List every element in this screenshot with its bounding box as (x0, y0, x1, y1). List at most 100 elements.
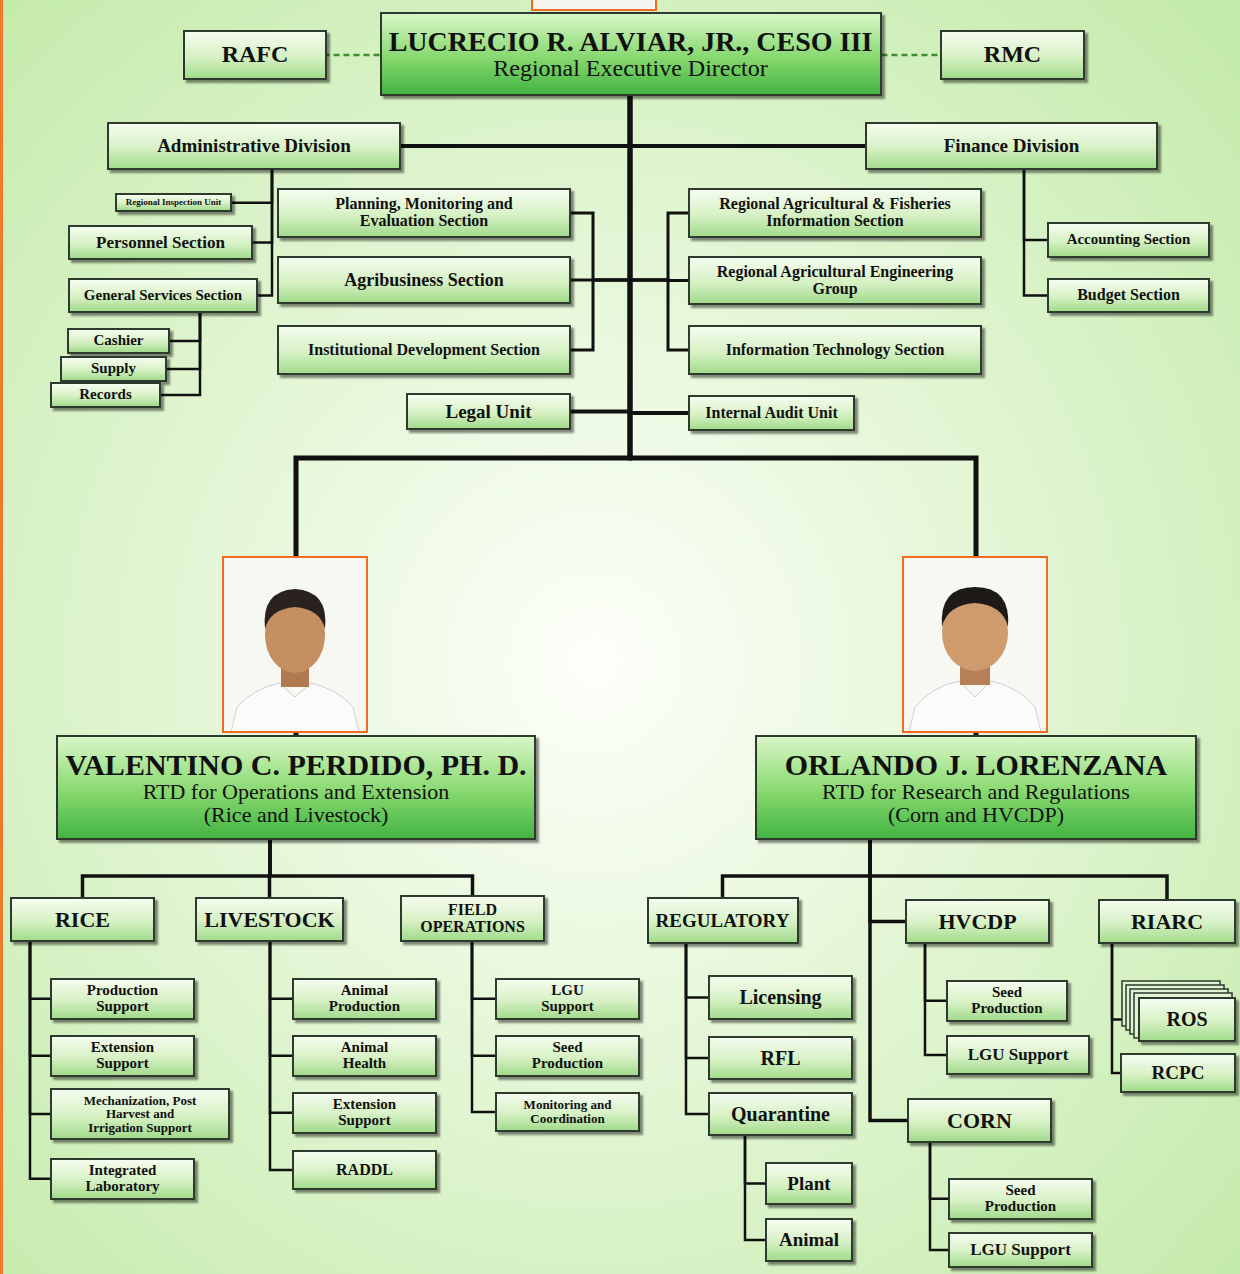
unit-subtitle: Regional Executive Director (493, 56, 768, 81)
unit-name: Animal Production (325, 983, 405, 1015)
unit-name: CORN (947, 1109, 1012, 1132)
unit-name: Animal (779, 1230, 839, 1250)
unit-name: RCPC (1152, 1063, 1205, 1083)
shirt-shape (231, 683, 359, 732)
unit-subtitle: RTD for Research and Regulations (822, 780, 1130, 803)
unit-name: Cashier (94, 333, 144, 349)
unit-box: Quarantine (708, 1092, 853, 1136)
unit-name: Licensing (739, 987, 821, 1008)
unit-box: Budget Section (1047, 278, 1210, 313)
unit-name: RAFC (222, 42, 289, 67)
reporting-line (630, 96, 688, 413)
unit-box: Institutional Development Section (277, 325, 571, 375)
unit-name: HVCDP (938, 910, 1016, 933)
reporting-line (925, 944, 946, 1001)
reporting-line (270, 840, 473, 895)
unit-box: LGU Support (946, 1035, 1090, 1075)
unit-name: Mechanization, Post Harvest and Irrigati… (83, 1094, 198, 1135)
unit-name: VALENTINO C. PERDIDO, PH. D. (65, 749, 526, 781)
director-box: VALENTINO C. PERDIDO, PH. D.RTD for Oper… (56, 735, 536, 840)
reporting-line (167, 313, 200, 369)
unit-name: Administrative Division (157, 136, 351, 156)
unit-name: Legal Unit (445, 402, 531, 422)
unit-box: Seed Production (495, 1035, 640, 1077)
reporting-line (472, 942, 495, 999)
reporting-line (472, 942, 495, 1056)
unit-name: General Services Section (84, 288, 242, 304)
reporting-line (170, 313, 200, 341)
reporting-line (401, 96, 630, 146)
unit-box: Monitoring and Coordination (495, 1092, 640, 1132)
unit-name: Accounting Section (1067, 232, 1191, 248)
unit-name: REGULATORY (656, 911, 790, 931)
unit-box: RCPC (1120, 1053, 1236, 1093)
unit-box: RIARC (1098, 899, 1236, 944)
council-link (882, 54, 941, 57)
shirt-shape (909, 681, 1041, 732)
unit-box: RAFC (183, 30, 327, 80)
photo-frame (903, 557, 1047, 732)
reporting-line (745, 1136, 765, 1184)
reporting-line (686, 944, 708, 998)
reporting-line (30, 942, 50, 1114)
photo-ground (223, 557, 367, 732)
reporting-line (870, 840, 907, 1121)
unit-name: Monitoring and Coordination (513, 1098, 623, 1125)
unit-box: LIVESTOCK (195, 897, 344, 942)
unit-name: Seed Production (528, 1040, 608, 1072)
unit-box: RMC (940, 30, 1085, 80)
photo-frame (223, 557, 367, 732)
unit-box: Regional Inspection Unit (115, 193, 232, 212)
reporting-line (270, 942, 292, 1170)
unit-name: Internal Audit Unit (705, 405, 837, 422)
reporting-line (571, 96, 630, 280)
reporting-line (870, 840, 905, 922)
reporting-line (571, 96, 630, 280)
unit-box: FIELD OPERATIONS (400, 895, 545, 942)
reporting-line (258, 170, 272, 296)
unit-name: RMC (984, 42, 1041, 67)
unit-box: LGU Support (495, 978, 640, 1020)
reporting-line (686, 944, 708, 1058)
unit-name: Information Technology Section (726, 342, 945, 359)
reporting-line (723, 840, 871, 897)
unit-subtitle: (Corn and HVCDP) (888, 803, 1064, 826)
reporting-line (930, 1143, 948, 1250)
unit-name: LGU Support (970, 1241, 1071, 1259)
unit-name: Supply (91, 361, 136, 377)
unit-name: Seed Production (981, 1183, 1061, 1215)
reporting-line (630, 96, 688, 281)
reporting-line (232, 170, 272, 203)
unit-name: ORLANDO J. LORENZANA (785, 749, 1168, 781)
unit-box: Internal Audit Unit (688, 395, 855, 431)
hair-shape (265, 589, 326, 629)
reporting-line (630, 96, 688, 280)
unit-name: Planning, Monitoring and Evaluation Sect… (299, 196, 549, 230)
unit-box: Production Support (50, 978, 195, 1020)
reporting-line (253, 170, 272, 243)
reporting-line (870, 840, 1167, 899)
unit-box: Extension Support (50, 1035, 195, 1077)
unit-box: Planning, Monitoring and Evaluation Sect… (277, 188, 571, 238)
unit-name: Regional Agricultural Engineering Group (710, 264, 960, 298)
unit-box: Administrative Division (107, 122, 401, 170)
photo-ground (903, 557, 1047, 732)
unit-name: Extension Support (83, 1040, 163, 1072)
unit-box: Information Technology Section (688, 325, 982, 375)
unit-name: RIARC (1131, 910, 1203, 933)
unit-name: Production Support (83, 983, 163, 1015)
reporting-line (630, 96, 865, 146)
unit-name: FIELD OPERATIONS (410, 902, 535, 936)
unit-name: Records (79, 387, 132, 403)
unit-name: RFL (761, 1048, 801, 1069)
unit-name: Seed Production (967, 985, 1047, 1017)
unit-box: Animal (765, 1218, 853, 1262)
unit-box: LGU Support (948, 1232, 1093, 1268)
reporting-line (472, 942, 495, 1112)
unit-box: General Services Section (68, 278, 258, 313)
reporting-line (83, 840, 271, 897)
unit-name: Finance Division (944, 136, 1080, 156)
unit-name: RICE (55, 908, 110, 931)
unit-box: Personnel Section (68, 225, 253, 260)
